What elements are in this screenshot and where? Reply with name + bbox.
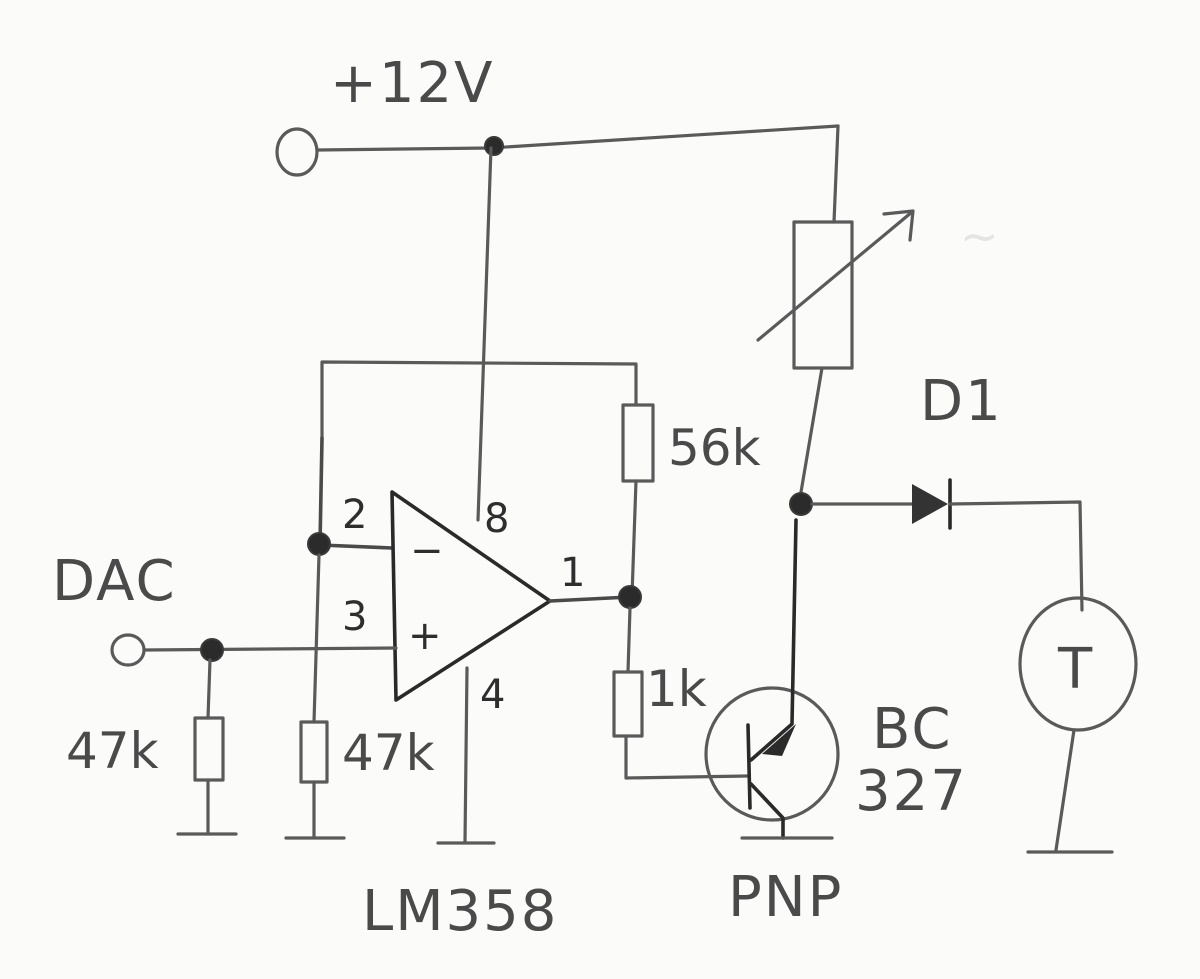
opamp-pin-vcc: 8 xyxy=(484,496,509,542)
feedback-top-wire xyxy=(320,360,638,440)
sensor-label: T xyxy=(1057,637,1094,702)
opamp-minus-sign: − xyxy=(410,528,444,574)
dac-input-terminal xyxy=(110,633,146,667)
resistor-input-gnd-label: 47k xyxy=(66,722,159,780)
resistor-feedback xyxy=(621,403,655,483)
opamp-body xyxy=(390,490,552,702)
resistor-input-gnd xyxy=(193,716,225,782)
resistor-base xyxy=(612,670,644,738)
opamp-pin-noninverting: 3 xyxy=(342,594,367,640)
resistor-base-label: 1k xyxy=(646,660,707,718)
variable-resistor xyxy=(792,220,854,370)
supply-voltage-label: +12V xyxy=(330,51,495,116)
opamp-output-wire xyxy=(548,595,632,603)
supply-terminal xyxy=(275,127,319,177)
junction-pot xyxy=(789,492,813,516)
ground-inverting xyxy=(284,780,346,840)
dac-input-label: DAC xyxy=(52,549,177,614)
transistor-part-line1: BC xyxy=(872,697,953,762)
dac-gnd-wire xyxy=(206,658,212,720)
pot-bottom-wire xyxy=(798,366,824,500)
base-wire xyxy=(624,734,750,780)
pot-top-wire xyxy=(832,124,840,224)
resistor-inverting-gnd xyxy=(299,720,329,784)
opamp-part-label: LM358 xyxy=(362,879,558,944)
transistor-collector-lead xyxy=(749,782,785,840)
sensor-ground xyxy=(1026,728,1114,854)
opamp-vcc-wire xyxy=(476,146,493,522)
opamp-pin-inverting: 2 xyxy=(342,492,367,538)
resistor-feedback-label: 56k xyxy=(668,419,761,477)
diode-d1 xyxy=(912,484,948,524)
transistor-body xyxy=(704,686,840,822)
junction-supply xyxy=(484,136,504,156)
junction-output xyxy=(618,585,642,609)
supply-rail-wire xyxy=(316,124,840,152)
resistor-inverting-gnd-label: 47k xyxy=(342,724,435,782)
inverting-gnd-wire xyxy=(312,553,321,724)
dac-input-wire xyxy=(142,646,398,652)
variable-resistor-arrow xyxy=(756,209,915,342)
ground-input xyxy=(176,778,238,836)
transistor-emitter-arrow xyxy=(762,724,796,756)
opamp-plus-sign: + xyxy=(408,613,442,659)
opamp-gnd-wire xyxy=(436,666,496,845)
sensor-body xyxy=(1018,596,1138,732)
junction-dac xyxy=(200,638,224,662)
transistor-type-label: PNP xyxy=(728,865,843,930)
junction-inverting xyxy=(307,532,331,556)
paper-showthrough-mark: ~ xyxy=(960,209,999,263)
diode-label: D1 xyxy=(920,369,1003,434)
opamp-pin-output: 1 xyxy=(560,550,585,596)
diode-wire-right xyxy=(948,500,1084,612)
transistor-part-line2: 327 xyxy=(855,759,968,824)
base-resistor-wire-top xyxy=(626,606,632,674)
opamp-pin-gnd: 4 xyxy=(480,672,505,718)
transistor-base-bar xyxy=(746,723,752,810)
feedback-down-wire xyxy=(630,479,638,598)
transistor-emitter-lead xyxy=(749,518,798,762)
